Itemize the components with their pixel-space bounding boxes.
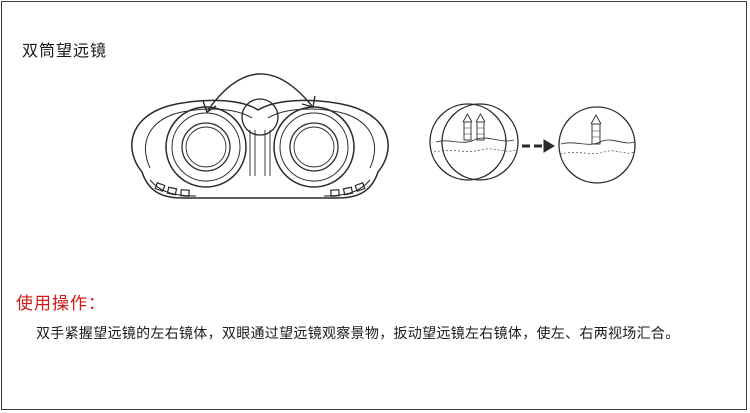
page-title: 双筒望远镜 [22,41,108,60]
right-eyepiece [273,106,355,188]
hinge [249,130,271,176]
instructions-body: 双手紧握望远镜的左右镜体，双眼通过望远镜观察景物，扳动望远镜左右镜体，使左、右两… [36,326,680,342]
merged-field-view [558,106,636,184]
rotation-arrow [207,73,313,111]
separate-fields-view [429,103,519,181]
left-eyepiece [165,106,247,188]
tower-right [475,113,486,141]
grip-pads-left [154,182,190,197]
tower-left [462,113,473,141]
grip-pads-right [330,182,366,197]
tower-merged [590,114,602,145]
merge-arrow [522,139,555,153]
instructions-heading: 使用操作： [16,294,106,314]
binocular-body [131,99,389,199]
focus-wheel [241,98,279,136]
